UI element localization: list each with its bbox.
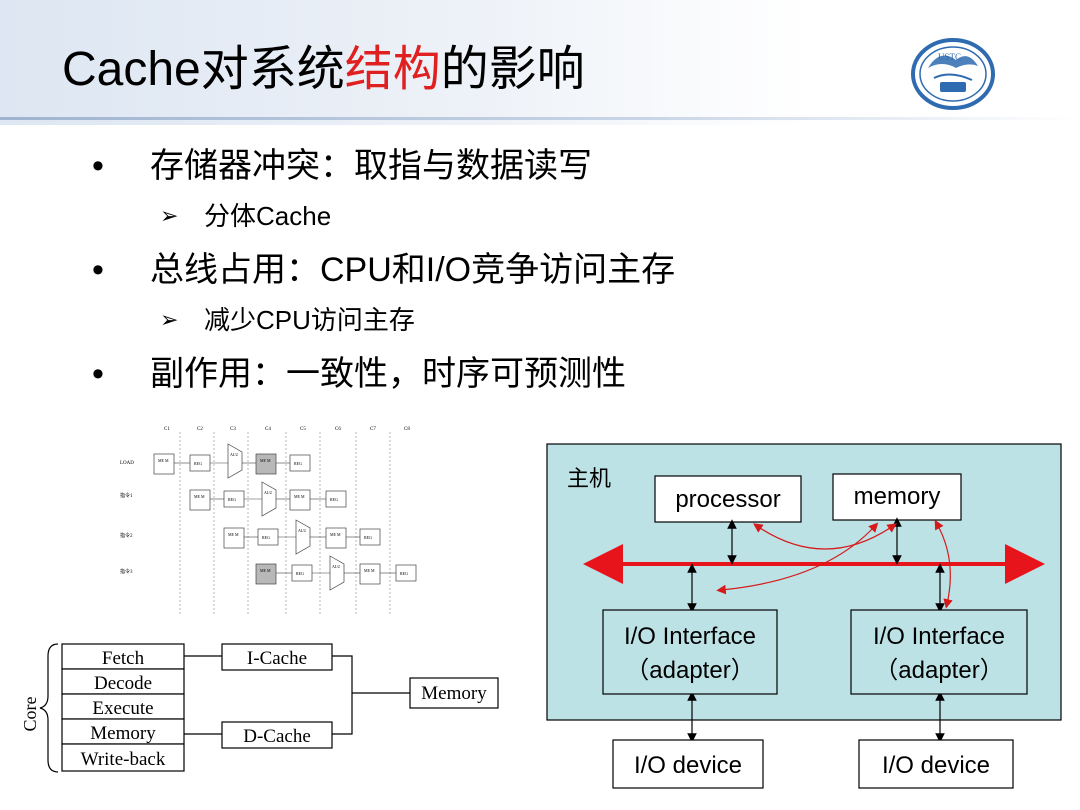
sub-bullet-marker: ➢	[160, 307, 179, 332]
bullet-marker: •	[92, 147, 104, 185]
io-device-label: I/O device	[634, 752, 742, 779]
dcache-label: D-Cache	[243, 726, 311, 747]
pipeline-col-label: C7	[370, 427, 376, 432]
core-label: Core	[20, 697, 40, 732]
pipeline-col-label: C6	[335, 427, 341, 432]
header-band	[0, 0, 1080, 125]
io-device-box	[858, 739, 1014, 789]
stage-label: REG	[194, 461, 202, 466]
sub-bullet-marker: ➢	[160, 203, 179, 228]
stage-label: REG	[228, 497, 236, 502]
memory-label: Memory	[421, 683, 487, 704]
processor-label: processor	[675, 486, 780, 513]
stage-memory: Memory	[90, 723, 156, 744]
header-divider	[0, 117, 1080, 120]
stage-write-back: Write-back	[81, 749, 166, 770]
stage-execute: Execute	[92, 698, 153, 719]
stage-decode: Decode	[94, 673, 152, 694]
io-interface-box	[850, 609, 1028, 695]
io-interface-label: I/O Interface	[873, 623, 1005, 650]
stage-label: REG	[262, 535, 270, 540]
io-interface-label: I/O Interface	[624, 623, 756, 650]
sub-bullet-text: 减少CPU访问主存	[204, 305, 415, 335]
host-io-diagram: 主机 processor memory I/O Interface （adapt…	[546, 443, 1062, 789]
stage-label: ME M	[158, 458, 169, 463]
bullet-marker: •	[92, 355, 104, 393]
memory-label: memory	[854, 483, 941, 510]
io-interface-box	[602, 609, 778, 695]
pipeline-diagram: C1 C2 C3 C4 C5 C6 C7 C8 LOAD 指令1 指令2 指令3…	[118, 420, 420, 616]
logo-text: USTC	[938, 52, 961, 62]
processor-box	[654, 475, 802, 523]
io-device-label: I/O device	[882, 752, 990, 779]
stage-label: ME M	[260, 458, 271, 463]
stage-label: REG	[364, 535, 372, 540]
pipeline-col-label: C1	[164, 427, 170, 432]
pipeline-row-label: 指令3	[120, 568, 133, 575]
pipeline-col-label: C4	[265, 427, 271, 432]
stage-label: ALU	[332, 564, 340, 569]
title-highlight: 结构	[344, 43, 441, 96]
split-cache-diagram: Core Fetch Decode Execute Memory Write-b…	[20, 643, 499, 773]
pipeline-row-label: 指令2	[120, 532, 133, 539]
icache-label: I-Cache	[247, 648, 307, 669]
sub-bullet-text: 分体Cache	[204, 201, 332, 231]
io-interface-sub: （adapter）	[874, 657, 1003, 684]
stage-label: REG	[294, 461, 302, 466]
title-part: Cache对系统	[62, 43, 345, 96]
pipeline-row-label: 指令1	[120, 492, 133, 499]
stage-label: REG	[296, 571, 304, 576]
university-logo: USTC	[911, 38, 995, 110]
stage-label: ME M	[364, 568, 375, 573]
io-device-box	[612, 739, 764, 789]
stage-label: ALU	[264, 490, 272, 495]
stage-label: ME M	[228, 532, 239, 537]
stage-label: ME M	[194, 494, 205, 499]
stage-label: REG	[400, 571, 408, 576]
io-interface-sub: （adapter）	[625, 657, 754, 684]
pipeline-col-label: C5	[300, 427, 306, 432]
pipeline-row-label: LOAD	[120, 461, 134, 466]
pipeline-col-label: C3	[230, 427, 236, 432]
slide-title: Cache对系统结构的影响	[62, 40, 585, 100]
stage-label: REG	[330, 497, 338, 502]
host-label: 主机	[567, 466, 611, 491]
stage-label: ALU	[298, 528, 306, 533]
bullet-text: 副作用：一致性，时序可预测性	[150, 355, 626, 393]
bullet-text: 总线占用：CPU和I/O竞争访问主存	[150, 251, 676, 289]
pipeline-col-label: C8	[404, 427, 410, 432]
stage-label: ME M	[294, 494, 305, 499]
bullet-marker: •	[92, 251, 104, 289]
pipeline-col-label: C2	[197, 427, 203, 432]
bullet-text: 存储器冲突：取指与数据读写	[150, 147, 592, 185]
stage-label: ME M	[260, 568, 271, 573]
stage-label: ME M	[330, 532, 341, 537]
stage-fetch: Fetch	[102, 648, 145, 669]
stage-label: ALU	[230, 452, 238, 457]
title-part: 的影响	[440, 43, 585, 96]
